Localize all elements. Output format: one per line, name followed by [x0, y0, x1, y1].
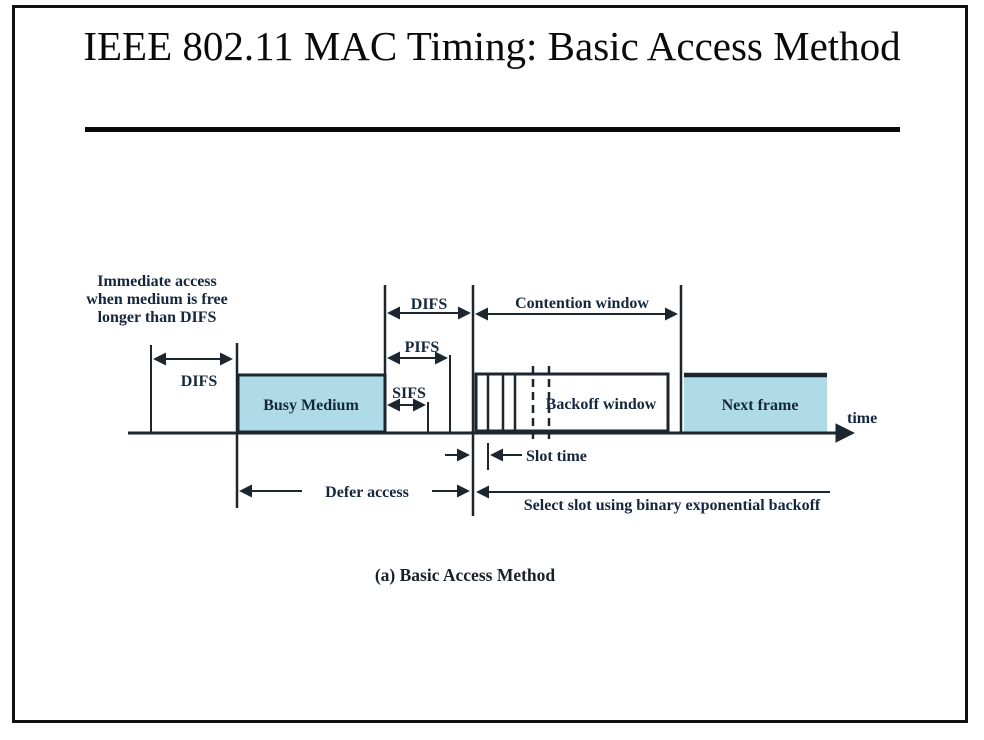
defer-access-label: Defer access	[325, 484, 409, 501]
contention-window-label: Contention window	[515, 295, 649, 312]
difs-left-label: DIFS	[181, 373, 218, 390]
figure-caption: (a) Basic Access Method	[374, 565, 556, 585]
backoff-window-box	[474, 372, 670, 433]
next-frame-box	[684, 375, 827, 432]
sifs-label: SIFS	[392, 385, 426, 402]
immediate-access-note-line2: when medium is free	[86, 291, 227, 308]
select-slot-label: Select slot using binary exponential bac…	[524, 497, 821, 514]
pifs-label: PIFS	[405, 339, 440, 356]
defer-access-label-bg	[302, 480, 432, 501]
immediate-access-note-line1: Immediate access	[97, 273, 217, 290]
slot-time-label: Slot time	[526, 448, 587, 465]
backoff-window-label: Backoff window	[546, 396, 657, 413]
title-underline	[85, 127, 900, 132]
slide-title: IEEE 802.11 MAC Timing: Basic Access Met…	[83, 23, 901, 69]
next-frame-label: Next frame	[722, 397, 799, 414]
slide-border	[12, 5, 968, 723]
immediate-access-note-line3: longer than DIFS	[98, 309, 217, 326]
busy-medium-label: Busy Medium	[263, 397, 359, 414]
time-axis-label: time	[847, 410, 877, 427]
difs-right-label: DIFS	[411, 296, 448, 313]
